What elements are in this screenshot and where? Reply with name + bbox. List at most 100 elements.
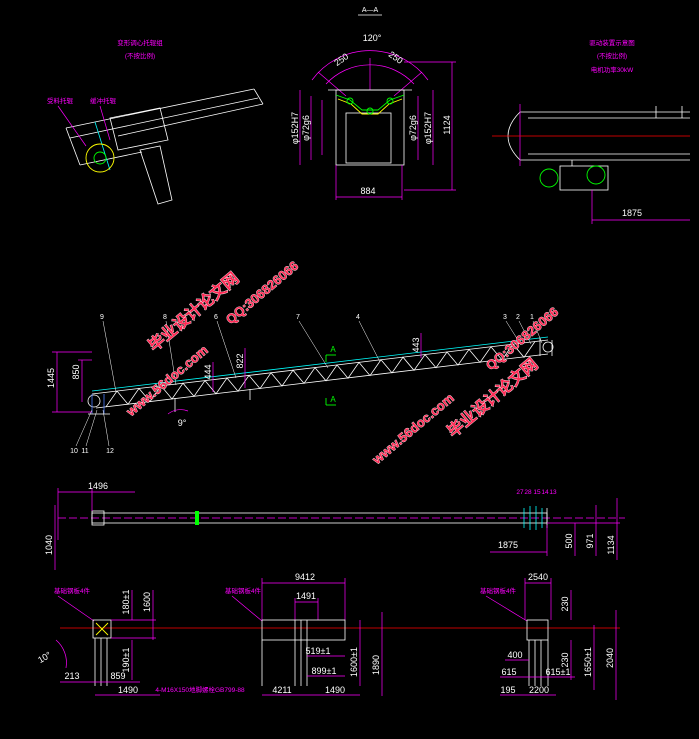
idler-drum [85, 143, 115, 173]
plate-label: 基础钢板4件 [54, 586, 91, 595]
belt-line [91, 336, 549, 392]
left-edge-dim: 213 [64, 671, 79, 681]
left-top-dim: 180±1 [121, 590, 131, 615]
tail-length-dim: 1496 [88, 481, 108, 491]
head-part-number: 13 [549, 489, 557, 496]
drive-detail-spec: 电机功率30kW [591, 65, 634, 74]
plan-dim-a: 500 [564, 533, 574, 548]
part-number: 3 [503, 314, 507, 321]
idler-drum-core [93, 151, 107, 165]
idler-label-right: 缓冲托辊 [90, 96, 117, 105]
bottom-chord [95, 353, 549, 409]
middle-span-dim: 9412 [295, 572, 315, 582]
gearbox [559, 165, 609, 191]
elevation-view: 9 8 6 7 4 3 2 1 1445 850 444 822 443 A A… [46, 314, 554, 455]
bore-right-dim: φ152H7 [423, 112, 433, 144]
plan-view: 1496 1040 1875 500 971 1134 27 28 15 14 … [44, 481, 625, 570]
middle-height-a-dim: 1600±1 [349, 647, 359, 677]
left-height-dim: 1600 [142, 592, 152, 612]
drive-detail: 驱动装置示意图 (不按比例) 电机功率30kW 1875 [492, 38, 690, 224]
drive-detail-title: 驱动装置示意图 [589, 38, 635, 47]
middle-offset-a-dim: 519±1 [306, 646, 331, 656]
tail-height-dim: 850 [71, 364, 81, 379]
right-top-dim: 230 [560, 596, 570, 611]
angle-arc [311, 50, 429, 81]
section-frame [335, 89, 405, 166]
shaft-right-dim: φ72g6 [408, 115, 418, 141]
drive-length-dim: 1875 [622, 208, 642, 218]
right-offset-b-dim: 615 [501, 667, 516, 677]
right-height-b-dim: 2040 [605, 648, 615, 668]
foundation-middle: 基础钢板4件 9412 1491 519±1 899±1 1600±1 1890 [225, 572, 383, 696]
trough-angle: 120° [363, 33, 382, 43]
middle-base-left-dim: 4211 [272, 685, 291, 695]
section-width-dim: 884 [360, 186, 375, 196]
right-span-dim: 2540 [528, 572, 548, 582]
tail-pulley [87, 394, 101, 408]
idler-detail-note: (不按比例) [125, 51, 155, 60]
right-bottom-dim: 230 [560, 652, 570, 667]
section-height-dim: 1124 [442, 115, 452, 134]
left-bottom-dim: 190±1 [121, 648, 131, 673]
head-part-number: 28 [524, 489, 532, 496]
drive-detail-note: (不按比例) [597, 51, 627, 60]
plan-dim-b: 971 [585, 533, 595, 548]
right-height-a-dim: 1650±1 [583, 647, 593, 677]
total-height-dim: 1445 [46, 368, 56, 388]
tail-part-number: 12 [106, 448, 114, 455]
bore-left-dim: φ152H7 [290, 112, 300, 144]
head-length-dim: 1875 [498, 540, 518, 550]
plan-width-dim: 1040 [44, 535, 54, 555]
tail-part-number: 11 [81, 448, 88, 455]
elevation-dim-c: 443 [411, 337, 421, 352]
tail-part-number: 10 [70, 448, 78, 455]
foundation-left: 基础钢板4件 180±1 1600 190±1 10° 213 859 1490… [36, 586, 245, 696]
plan-dim-c: 1134 [606, 535, 616, 554]
idler-detail-title: 变形调心托辊组 [117, 38, 163, 47]
section-mark-bottom: A [330, 395, 336, 404]
bolt-note: 4-M16X150地脚螺栓GB799-88 [155, 685, 245, 694]
part-number: 9 [100, 314, 104, 321]
reducer-icon [586, 165, 606, 185]
motor-icon [539, 168, 559, 188]
part-number: 8 [163, 314, 167, 321]
top-chord [91, 339, 549, 395]
plate-label: 基础钢板4件 [480, 586, 517, 595]
elevation-dim-b: 822 [235, 353, 245, 368]
plan-tail-box [91, 510, 105, 526]
incline-angle: 9° [178, 418, 187, 428]
right-offset-a-dim: 400 [507, 650, 522, 660]
part-number: 7 [296, 314, 300, 321]
head-part-number: 15 [533, 489, 541, 496]
right-base-left-dim: 195 [500, 685, 515, 695]
part-number: 4 [356, 314, 360, 321]
left-base-dim: 1490 [118, 685, 138, 695]
shaft-left-dim: φ72g6 [301, 115, 311, 141]
idler-leader-right [99, 105, 111, 141]
middle-spacing-dim: 1491 [296, 591, 316, 601]
part-number: 2 [516, 314, 520, 321]
idler-frame [65, 88, 264, 205]
right-base-right-dim: 2200 [529, 685, 549, 695]
left-offset-dim: 859 [110, 671, 125, 681]
middle-base-right-dim: 1490 [325, 685, 345, 695]
idler-leader-left [57, 105, 87, 147]
middle-height-b-dim: 1890 [371, 655, 381, 675]
foundation-right: 基础钢板4件 2540 230 230 400 615 615±1 1650±1… [480, 572, 617, 700]
idler-label-left: 受料托辊 [47, 96, 74, 105]
section-mark-top: A [330, 345, 336, 354]
section-frame-inner [345, 112, 392, 164]
part-number: 1 [530, 314, 534, 321]
plan-marker [195, 511, 199, 525]
head-pulley [542, 341, 554, 353]
truss-web [105, 341, 536, 408]
middle-offset-b-dim: 899±1 [312, 666, 337, 676]
head-part-number: 14 [541, 489, 549, 496]
plate-label: 基础钢板4件 [225, 586, 262, 595]
idler-detail: 变形调心托辊组 (不按比例) 受料托辊 缓冲托辊 [47, 38, 264, 205]
section-aa-title: A—A [362, 7, 379, 14]
head-part-number: 27 [516, 489, 524, 496]
right-offset-c-dim: 615±1 [546, 667, 571, 677]
